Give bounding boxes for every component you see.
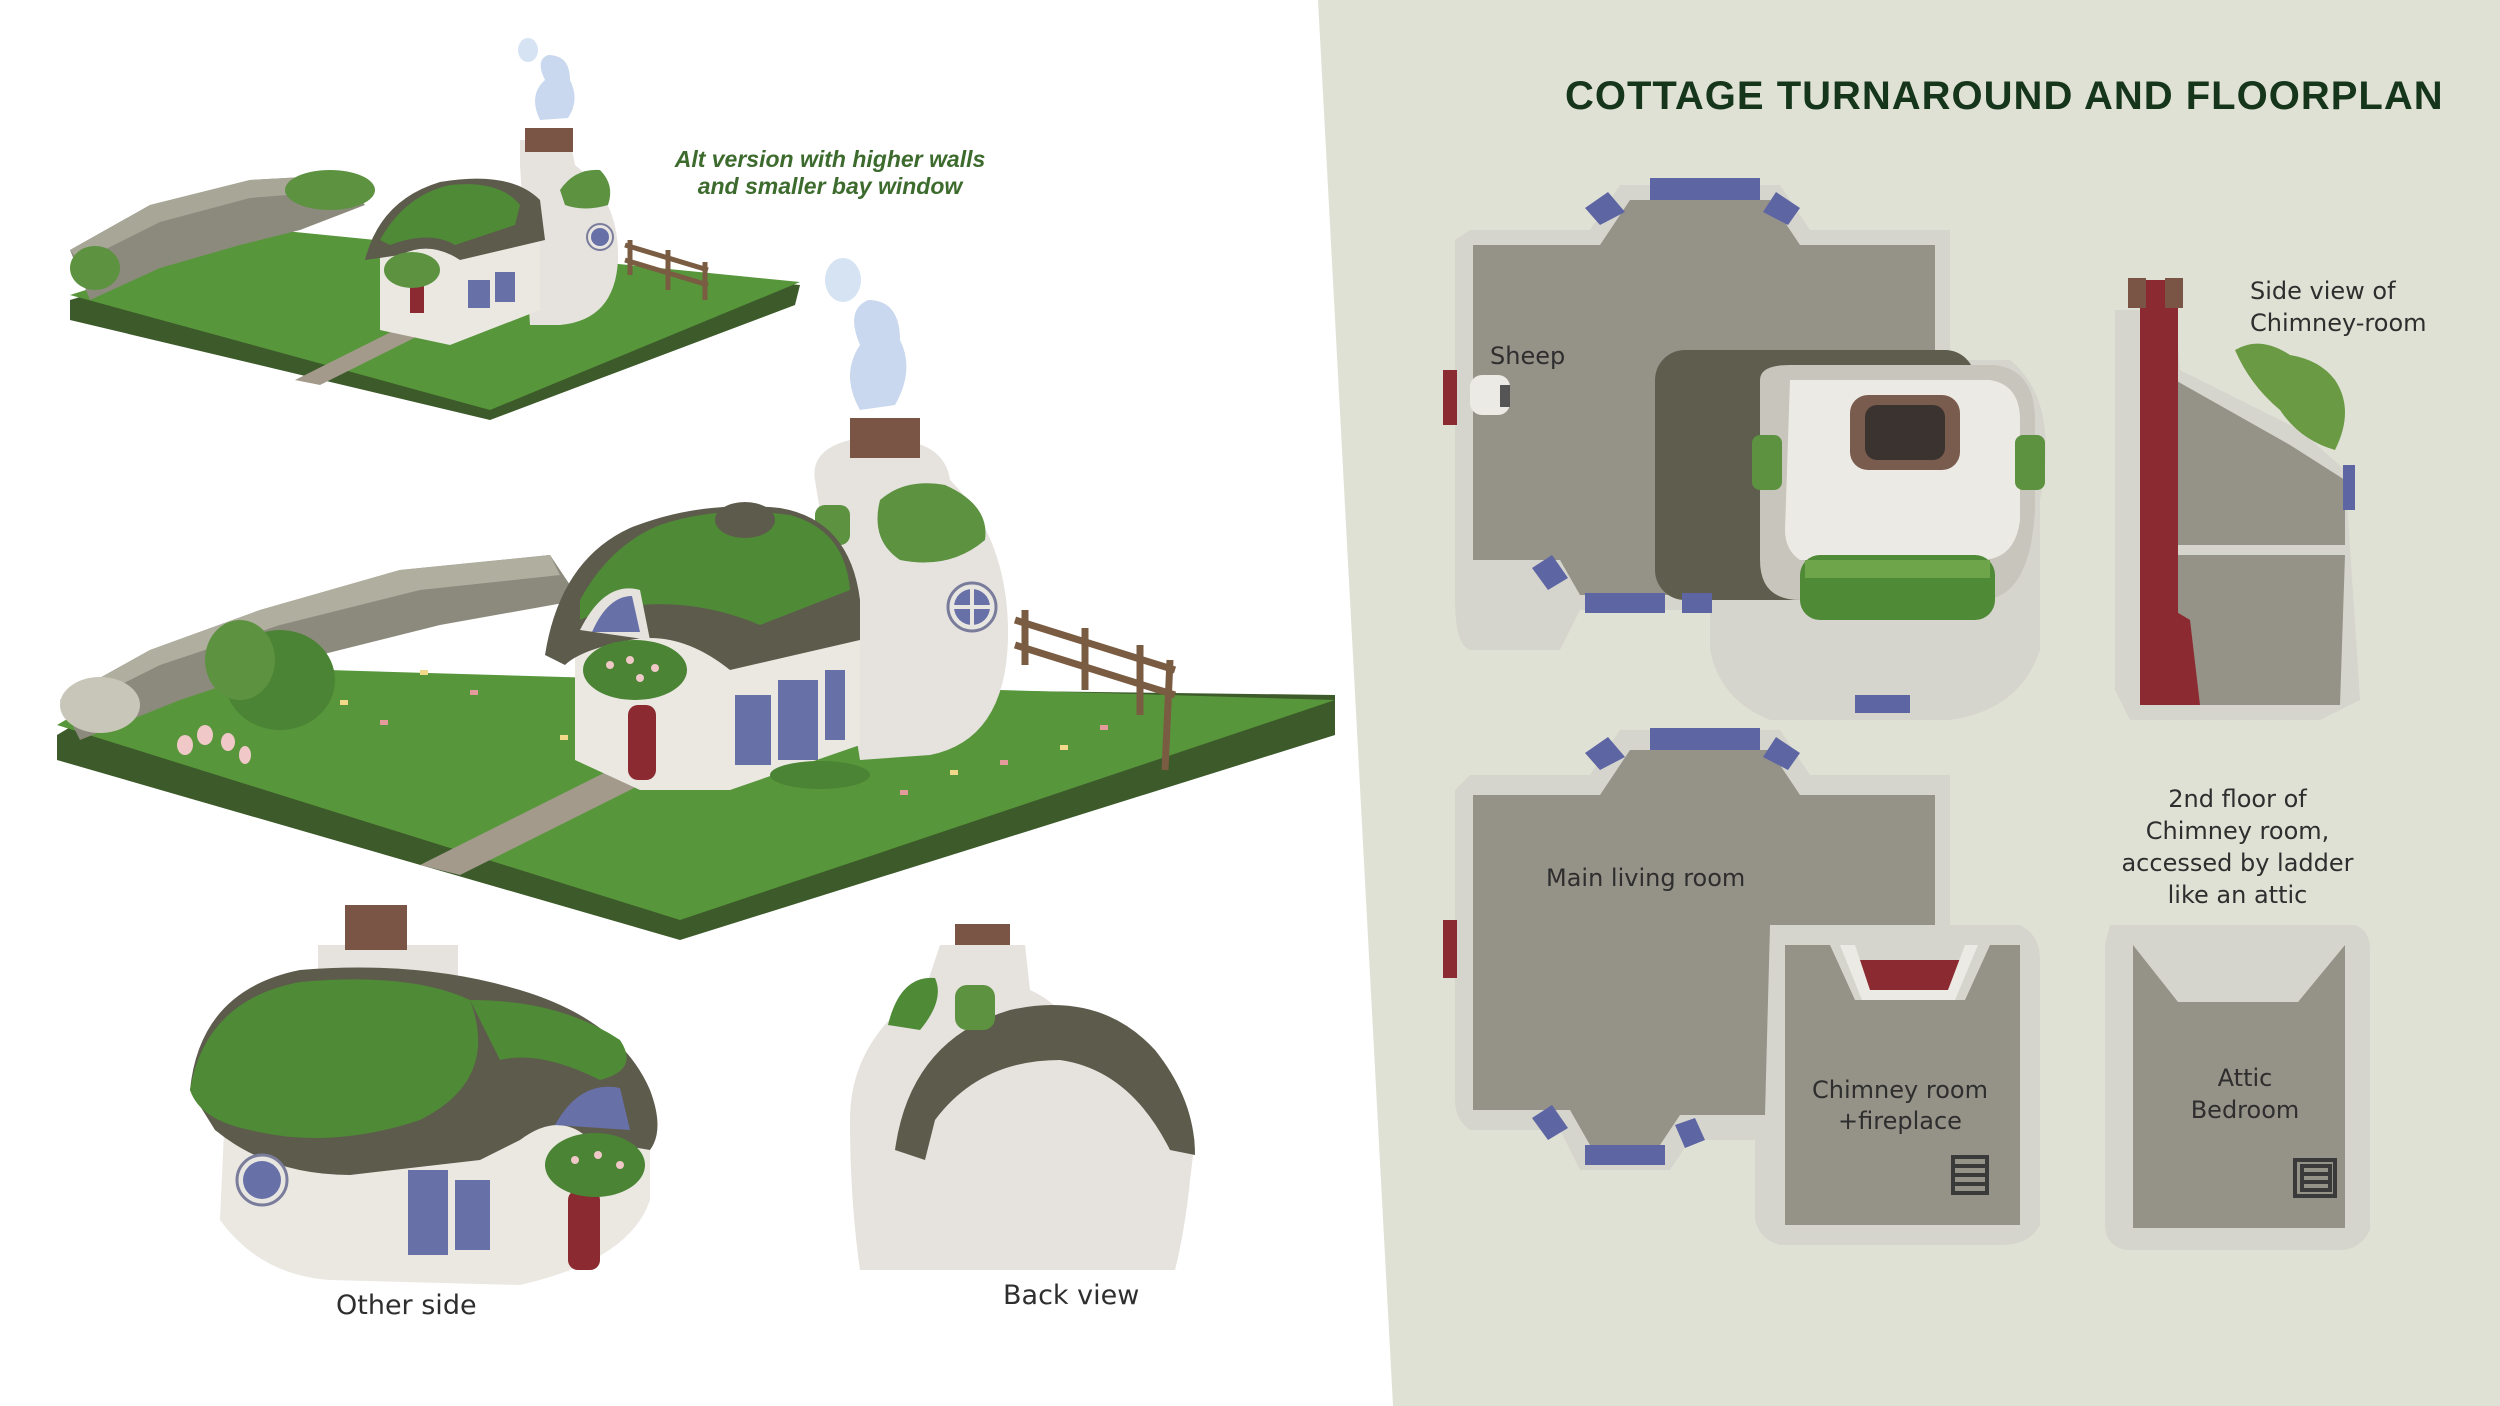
attic-line2: Bedroom	[2190, 1096, 2300, 1124]
door	[628, 705, 656, 780]
smoke	[850, 300, 907, 410]
main-living-room-floor-2	[1473, 750, 1935, 1145]
floorplan-ground	[1443, 178, 2046, 720]
side-view-line1: Side view of	[2250, 277, 2396, 305]
windows-2	[1532, 728, 1800, 1165]
second-floor-line1: 2nd floor of	[2168, 785, 2307, 813]
back-view-caption: Back view	[1003, 1280, 1140, 1311]
smoke	[535, 55, 575, 120]
second-floor-line3: accessed by ladder	[2121, 849, 2354, 877]
other-side-illustration	[190, 905, 658, 1285]
fence	[1013, 610, 1177, 771]
attic-floorplan	[2105, 925, 2370, 1250]
chimney-room-label: Chimney room +fireplace	[1795, 1075, 2005, 1137]
alt-note-line1: Alt version with higher walls	[674, 146, 986, 172]
path	[420, 765, 660, 875]
fence	[624, 240, 709, 300]
chimney-top	[955, 924, 1010, 946]
chimney-top	[850, 418, 920, 458]
path	[295, 330, 420, 385]
alt-note-line2: and smaller bay window	[697, 173, 963, 199]
mushrooms	[177, 725, 251, 764]
chimney-room-line1: Chimney room	[1812, 1076, 1988, 1104]
alt-version-note: Alt version with higher walls and smalle…	[620, 146, 1040, 200]
roof	[895, 1005, 1195, 1160]
chimney-room-line2: +fireplace	[1838, 1107, 1962, 1135]
other-side-caption: Other side	[336, 1290, 477, 1321]
attic-bedroom-floor	[2133, 945, 2345, 1228]
windows	[1532, 178, 1910, 713]
door	[568, 1190, 600, 1270]
cottage-body	[850, 945, 1195, 1270]
main-cottage-illustration	[57, 258, 1335, 940]
ladder-icon	[2293, 1158, 2337, 1198]
chimney-top	[345, 905, 407, 950]
page-title: COTTAGE TURNAROUND AND FLOORPLAN	[1565, 74, 2444, 118]
side-view-label: Side view of Chimney-room	[2250, 275, 2427, 339]
alt-cottage-illustration	[70, 38, 800, 420]
attic-line1: Attic	[2217, 1064, 2273, 1092]
hedge	[285, 170, 375, 210]
sheep-label: Sheep	[1490, 342, 1566, 370]
main-living-room-label: Main living room	[1546, 864, 1746, 892]
second-floor-label: 2nd floor of Chimney room, accessed by l…	[2105, 783, 2370, 911]
floorplan-second	[1443, 728, 2040, 1245]
second-floor-line4: like an attic	[2167, 881, 2308, 909]
stone-wall	[70, 175, 365, 300]
chimney-top	[525, 128, 573, 152]
chimney-side-view	[2115, 278, 2360, 720]
front-door	[1443, 370, 1457, 425]
back-view-illustration	[850, 924, 1195, 1270]
side-view-line2: Chimney-room	[2250, 309, 2427, 337]
second-floor-line2: Chimney room,	[2145, 817, 2330, 845]
ladder-icon	[1951, 1155, 1989, 1195]
attic-bedroom-label: Attic Bedroom	[2150, 1062, 2340, 1126]
